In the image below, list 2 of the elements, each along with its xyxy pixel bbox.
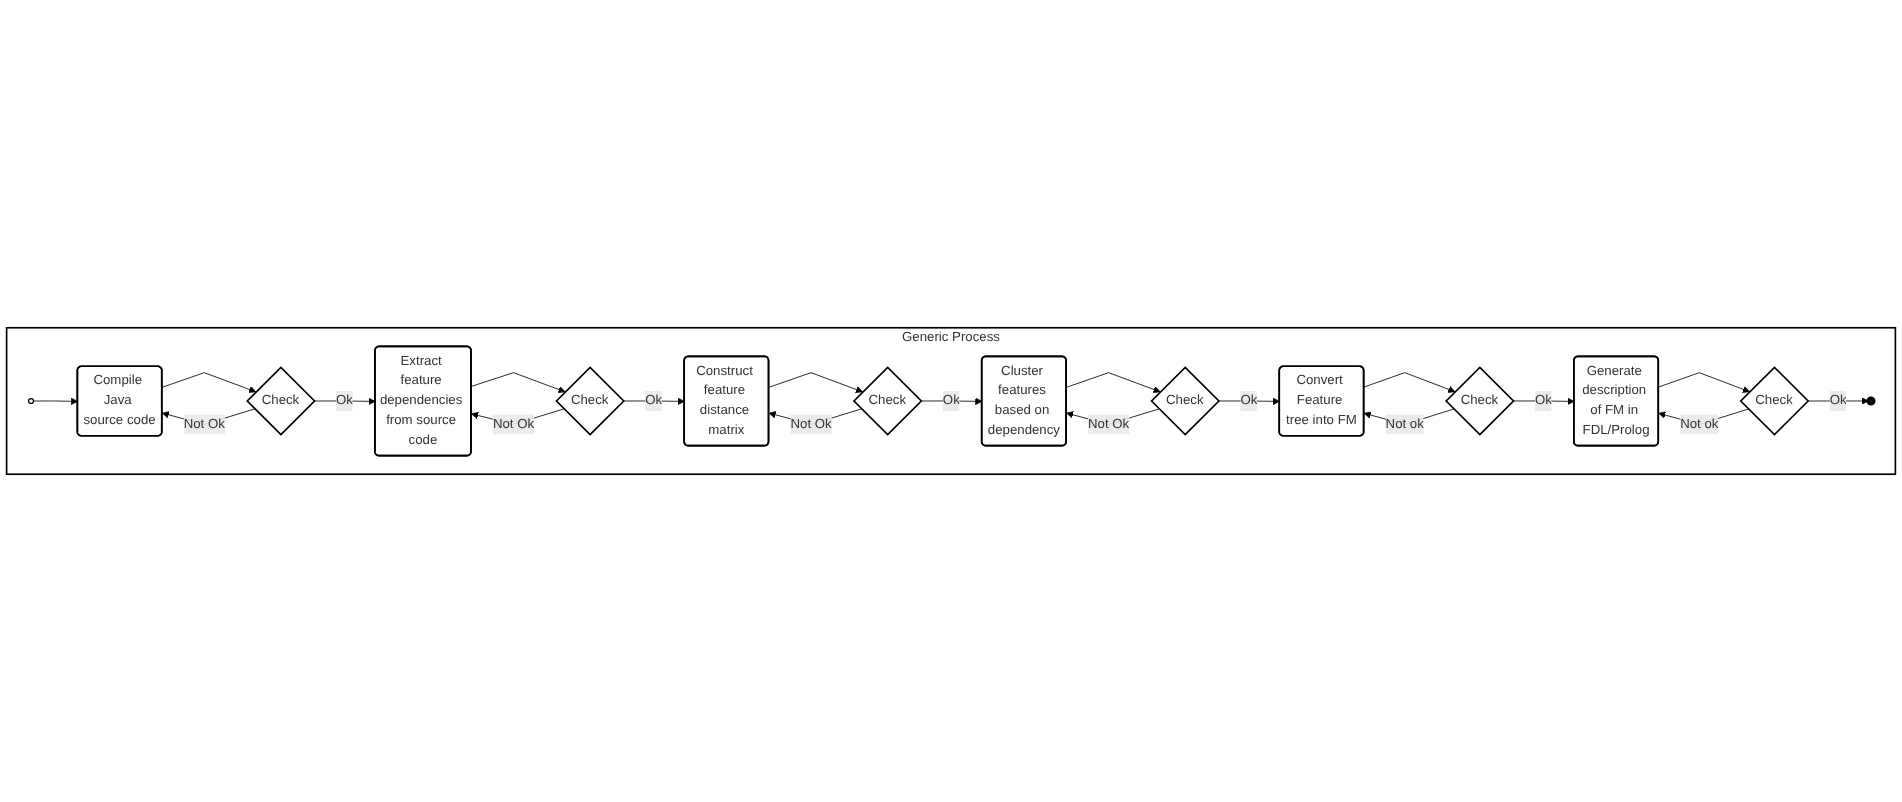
node-circle xyxy=(27,397,35,405)
node-circle xyxy=(1866,396,1876,406)
